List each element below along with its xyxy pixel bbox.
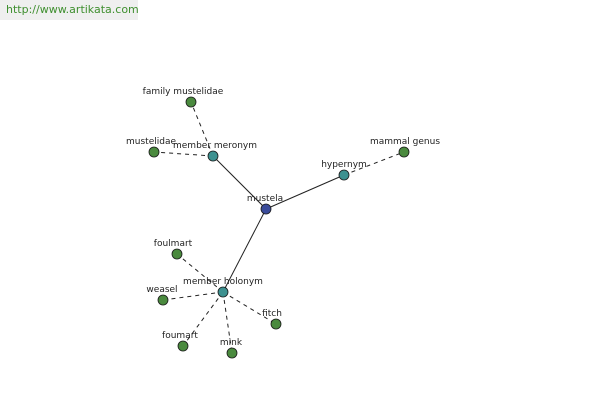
node-label-hypernym: hypernym xyxy=(321,160,367,170)
edge-member-holonym-to-foulmart xyxy=(176,253,224,293)
site-url-link[interactable]: http://www.artikata.com xyxy=(0,0,139,20)
node-label-family-mustelidae: family mustelidae xyxy=(143,87,224,97)
edge-member-holonym-to-foumart xyxy=(182,291,224,347)
node-label-fitch: fitch xyxy=(262,309,282,319)
node-mammal-genus[interactable] xyxy=(398,146,410,158)
edge-member-meronym-to-family-mustelidae xyxy=(190,101,214,157)
edge-member-meronym-to-mustelidae xyxy=(153,151,214,157)
node-label-mustela: mustela xyxy=(247,194,283,204)
node-label-member-meronym: member meronym xyxy=(173,141,257,151)
edges-layer xyxy=(153,101,405,354)
node-label-member-holonym: member holonym xyxy=(183,277,263,287)
labels-layer: mustela hypernym member meronym member holo… xyxy=(126,87,440,348)
node-foumart[interactable] xyxy=(177,340,189,352)
node-member-holonym[interactable] xyxy=(217,286,229,298)
edge-member-holonym-to-mink xyxy=(222,291,233,354)
node-label-weasel: weasel xyxy=(146,285,177,295)
edge-hypernym-to-mammal-genus xyxy=(343,151,405,176)
edge-mustela-to-hypernym xyxy=(265,174,345,210)
node-mink[interactable] xyxy=(226,347,238,359)
node-fitch[interactable] xyxy=(270,318,282,330)
edge-member-holonym-to-weasel xyxy=(162,291,224,301)
node-label-mink: mink xyxy=(220,338,243,348)
edge-mustela-to-member-holonym xyxy=(222,208,267,293)
node-label-mammal-genus: mammal genus xyxy=(370,137,440,147)
edge-member-holonym-to-fitch xyxy=(222,291,277,325)
node-hypernym[interactable] xyxy=(338,169,350,181)
node-mustelidae[interactable] xyxy=(148,146,160,158)
node-label-mustelidae: mustelidae xyxy=(126,137,176,147)
node-family-mustelidae[interactable] xyxy=(185,96,197,108)
node-weasel[interactable] xyxy=(157,294,169,306)
nodes-layer xyxy=(148,96,410,359)
node-label-foumart: foumart xyxy=(162,331,198,341)
edge-mustela-to-member-meronym xyxy=(212,155,267,210)
node-label-foulmart: foulmart xyxy=(154,239,193,249)
node-mustela[interactable] xyxy=(260,203,272,215)
node-member-meronym[interactable] xyxy=(207,150,219,162)
node-foulmart[interactable] xyxy=(171,248,183,260)
